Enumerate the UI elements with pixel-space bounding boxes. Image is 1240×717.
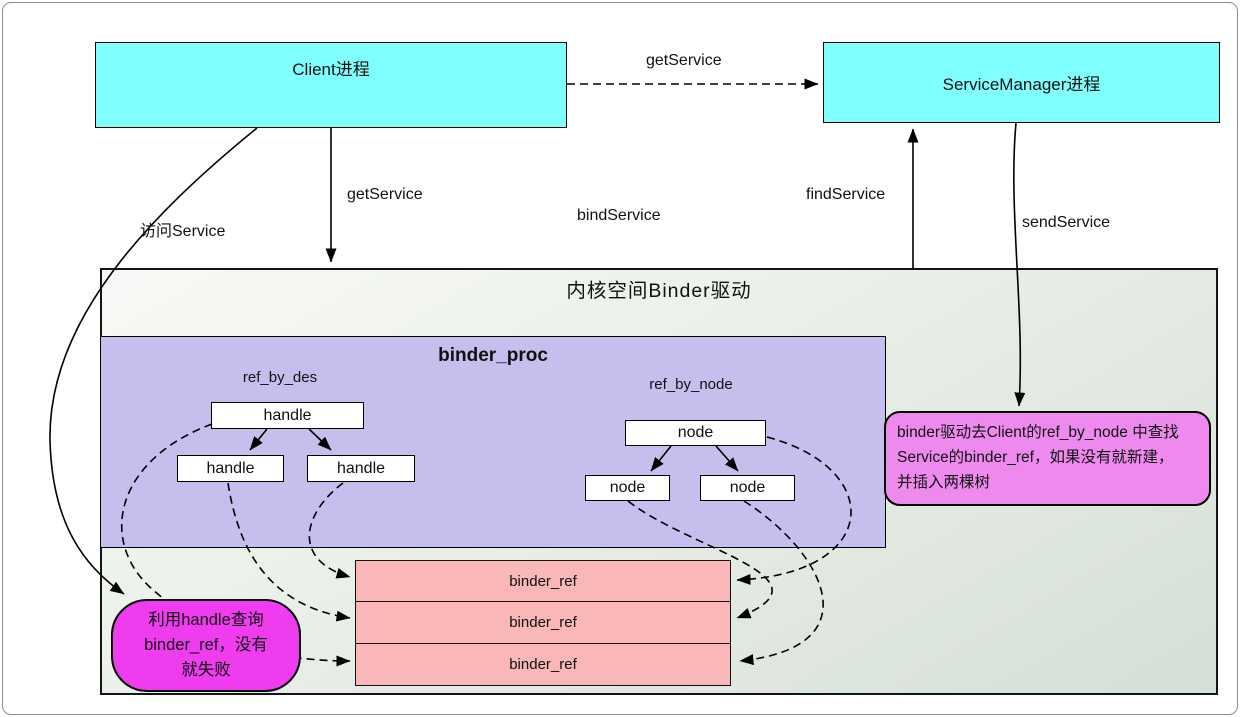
note-line: 利用handle查询 bbox=[148, 611, 264, 630]
label-find-service: findService bbox=[806, 186, 886, 203]
label-send-service: sendService bbox=[1022, 214, 1111, 231]
ref-by-node-label: ref_by_node bbox=[649, 376, 733, 393]
note-line: 就失败 bbox=[181, 660, 231, 679]
handle-left-box: handle bbox=[177, 455, 284, 482]
handle-right-box: handle bbox=[307, 455, 415, 482]
binder-ref-row: binder_ref bbox=[355, 601, 731, 645]
node-root-box: node bbox=[625, 420, 766, 446]
node-right-box: node bbox=[700, 475, 795, 501]
kernel-space-title: 内核空间Binder驱动 bbox=[566, 280, 752, 302]
note-line: Service的binder_ref，如果没有就新建， bbox=[897, 449, 1174, 467]
binder-proc-box bbox=[100, 336, 886, 548]
note-line: binder_ref，没有 bbox=[144, 636, 268, 655]
ref-by-des-label: ref_by_des bbox=[242, 369, 318, 386]
node-left-box: node bbox=[585, 475, 670, 501]
servicemanager-process-box: ServiceManager进程 bbox=[823, 42, 1220, 123]
note-binder-driver-lookup: binder驱动去Client的ref_by_node 中查找 Service的… bbox=[884, 411, 1211, 506]
label-bind-service: bindService bbox=[577, 207, 661, 224]
note-line: binder驱动去Client的ref_by_node 中查找 bbox=[897, 424, 1179, 441]
label-getservice-top: getService bbox=[646, 52, 722, 69]
binder-proc-title: binder_proc bbox=[438, 345, 548, 366]
binder-ref-row: binder_ref bbox=[355, 560, 731, 603]
binder-ref-stack: binder_ref binder_ref binder_ref bbox=[355, 560, 731, 686]
binder-ref-row: binder_ref bbox=[355, 642, 731, 686]
label-getservice-down: getService bbox=[347, 186, 423, 203]
note-handle-query: 利用handle查询 binder_ref，没有 就失败 bbox=[111, 599, 301, 692]
servicemanager-process-label: ServiceManager进程 bbox=[942, 75, 1101, 94]
handle-root-box: handle bbox=[211, 402, 364, 429]
label-visit-service: 访问Service bbox=[140, 223, 226, 240]
client-process-label: Client进程 bbox=[292, 60, 370, 79]
note-line: 并插入两棵树 bbox=[897, 474, 991, 492]
client-process-box: Client进程 bbox=[95, 42, 567, 128]
